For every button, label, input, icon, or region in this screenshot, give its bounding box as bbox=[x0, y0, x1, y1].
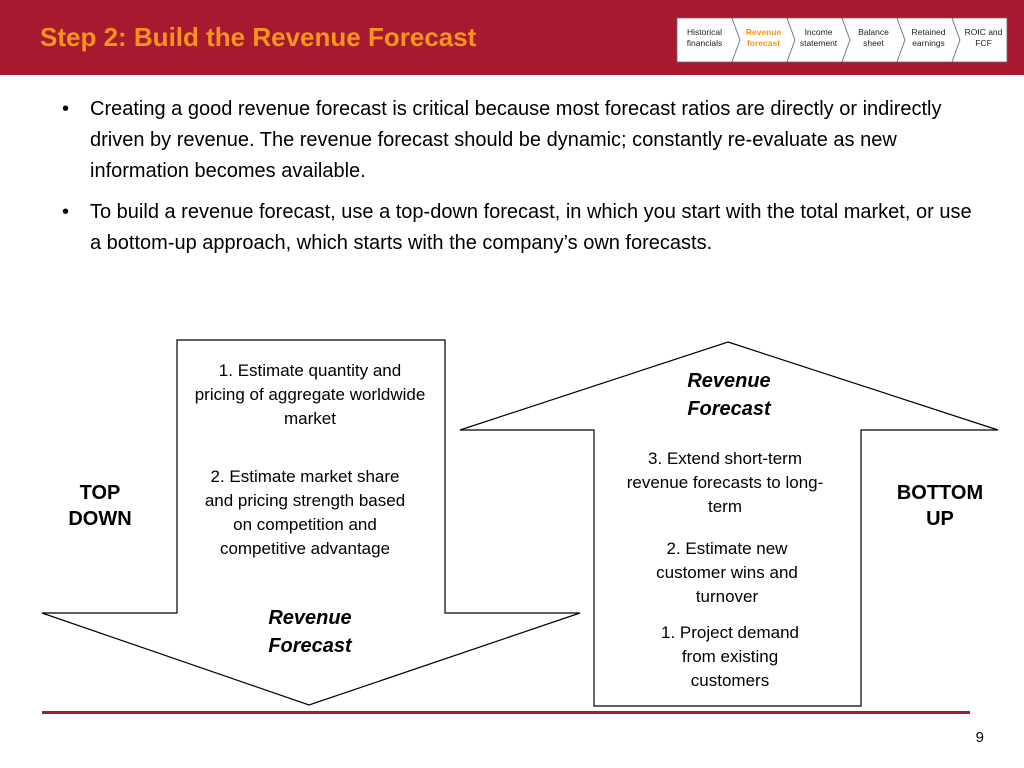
bullet-item: To build a revenue forecast, use a top-d… bbox=[62, 197, 972, 259]
page-title: Step 2: Build the Revenue Forecast bbox=[40, 22, 477, 52]
top-down-step-1: 1. Estimate quantity and pricing of aggr… bbox=[194, 361, 426, 428]
top-down-step-2: 2. Estimate market share and pricing str… bbox=[204, 467, 406, 558]
breadcrumb-step-label: Income bbox=[805, 27, 833, 37]
breadcrumb-step-label: Revenue bbox=[746, 27, 782, 37]
breadcrumb-step-label: Historical bbox=[687, 27, 722, 37]
top-down-result: Revenue Forecast bbox=[268, 607, 352, 657]
breadcrumb-step-label: sheet bbox=[863, 38, 884, 48]
bottom-up-step-1: 1. Project demand from existing customer… bbox=[661, 623, 799, 690]
bottom-up-label: BOTTOM UP bbox=[896, 482, 984, 530]
top-down-arrow bbox=[41, 339, 581, 706]
breadcrumb-step-label: forecast bbox=[747, 38, 780, 48]
page-number: 9 bbox=[975, 729, 984, 746]
bottom-up-step-2: 2. Estimate new customer wins and turnov… bbox=[656, 539, 798, 606]
breadcrumb-step-label: financials bbox=[687, 38, 722, 48]
footer-divider bbox=[42, 711, 970, 714]
top-down-label: TOP DOWN bbox=[68, 482, 132, 530]
bottom-up-result: Revenue Forecast bbox=[687, 370, 771, 420]
breadcrumb-step-label: statement bbox=[800, 38, 838, 48]
breadcrumb-step-label: ROIC and bbox=[965, 27, 1003, 37]
breadcrumb-step-label: Retained bbox=[911, 27, 945, 37]
bullet-list: Creating a good revenue forecast is crit… bbox=[62, 94, 972, 269]
breadcrumb-step-label: FCF bbox=[975, 38, 992, 48]
breadcrumb-step-label: Balance bbox=[858, 27, 889, 37]
bottom-up-arrow bbox=[459, 341, 999, 707]
bottom-up-step-3: 3. Extend short-term revenue forecasts t… bbox=[626, 449, 824, 516]
bullet-item: Creating a good revenue forecast is crit… bbox=[62, 94, 972, 187]
breadcrumb-step-label: earnings bbox=[912, 38, 945, 48]
